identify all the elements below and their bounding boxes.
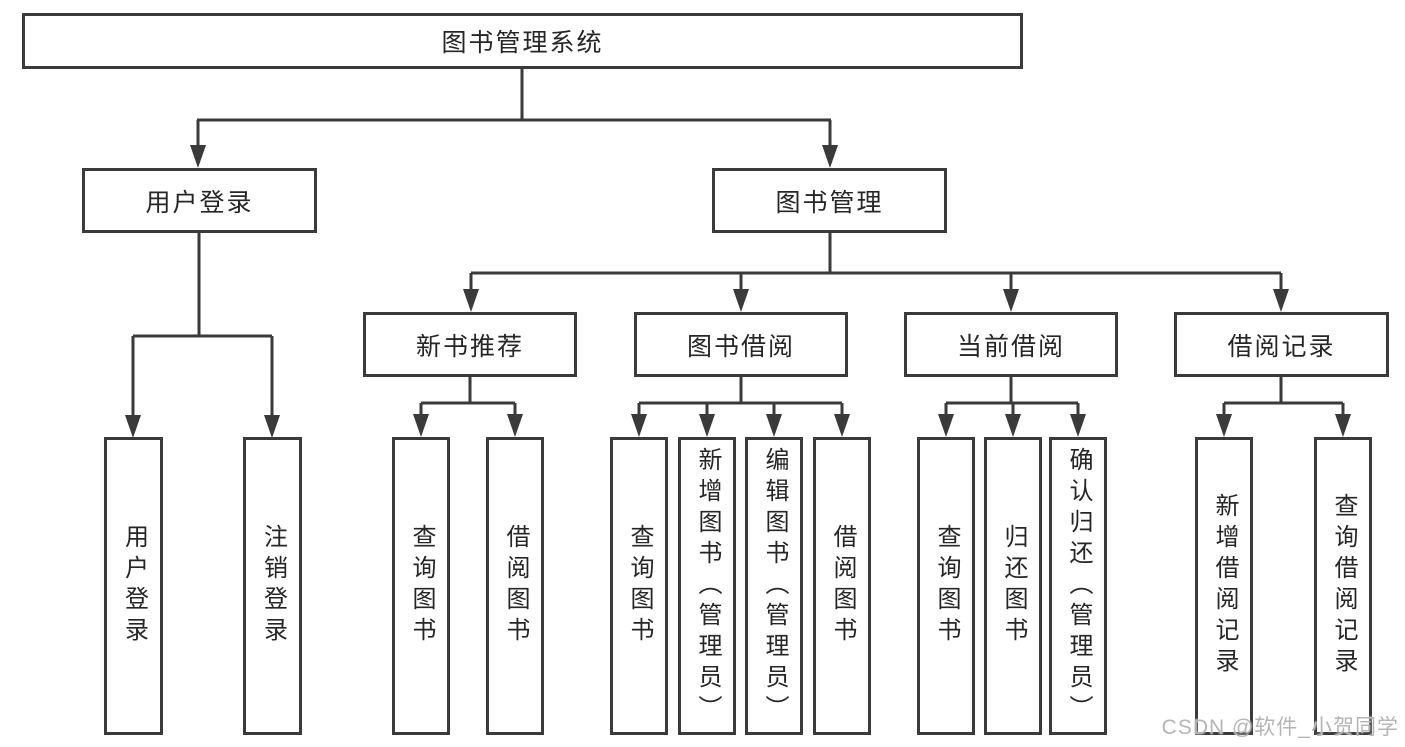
leaf-current-confirm-return-admin: 确认归还（管理员） — [1049, 437, 1107, 735]
node-user-login: 用户登录 — [82, 168, 317, 233]
leaf-borrow-borrow-books: 借阅图书 — [813, 437, 871, 735]
leaf-borrow-edit-books-admin: 编辑图书（管理员） — [745, 437, 803, 735]
leaf-user-login: 用户登录 — [104, 437, 163, 735]
leaf-records-query-record: 查询借阅记录 — [1314, 437, 1372, 735]
connector-segments — [131, 68, 1345, 418]
leaf-recommend-borrow-books: 借阅图书 — [486, 437, 544, 735]
node-book-borrowing: 图书借阅 — [634, 312, 848, 377]
leaf-current-query-books: 查询图书 — [917, 437, 975, 735]
leaf-records-add-record: 新增借阅记录 — [1195, 437, 1253, 735]
node-new-book-recommendation: 新书推荐 — [363, 312, 577, 377]
leaf-recommend-query-books: 查询图书 — [392, 437, 450, 735]
csdn-watermark: CSDN @软件_小贺同学 — [1161, 716, 1399, 739]
leaf-logout: 注销登录 — [243, 437, 302, 735]
leaf-borrow-query-books: 查询图书 — [610, 437, 668, 735]
leaf-current-return-books: 归还图书 — [984, 437, 1042, 735]
node-root: 图书管理系统 — [22, 13, 1023, 69]
node-current-borrowing: 当前借阅 — [904, 312, 1118, 377]
leaf-borrow-add-books-admin: 新增图书（管理员） — [678, 437, 736, 735]
connector-arrowheads — [125, 145, 1351, 438]
node-borrowing-records: 借阅记录 — [1174, 312, 1389, 377]
node-book-management: 图书管理 — [712, 168, 947, 233]
